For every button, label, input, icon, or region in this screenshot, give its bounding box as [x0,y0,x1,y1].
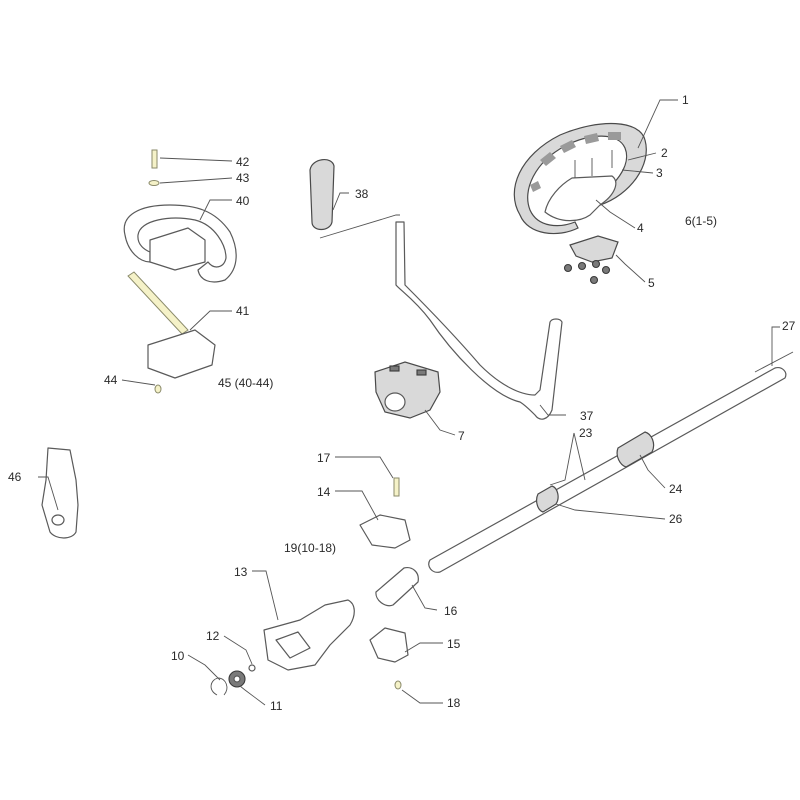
tube-clamp-screw [389,365,400,372]
callout-labels: 1 2 3 4 5 6(1-5) 7 10 11 12 13 14 15 16 … [8,93,796,713]
callout-45: 45 (40-44) [218,376,273,390]
callout-3: 3 [656,166,663,180]
drive-shaft-assembly [428,351,794,573]
callout-44: 44 [104,373,118,387]
handle-nut [154,384,162,394]
callout-12: 12 [206,629,220,643]
anti-vibration-sleeve [616,431,655,468]
loop-handle-assembly [513,122,647,285]
callout-2: 2 [661,146,668,160]
spacer-ring [248,664,256,672]
front-handle-clamp-upper [149,227,206,271]
circlip [210,677,228,696]
leader-lines [38,99,780,706]
front-handle-bar [123,204,237,283]
callout-15: 15 [447,637,461,651]
shaft-sleeve [536,485,559,513]
callout-42: 42 [236,155,250,169]
callout-6: 6(1-5) [685,214,717,228]
main-tube [428,367,787,573]
coupling [375,567,419,607]
clamp-nut [601,265,611,275]
loop-handle-inner-half [544,175,617,222]
tube-clamp [374,361,441,419]
tube-clamp-body [374,361,441,419]
callout-16: 16 [444,604,458,618]
handle-tube-assembly [309,159,563,420]
clamp-nut [589,275,599,285]
handle-bolt [151,149,158,169]
callout-38: 38 [355,187,369,201]
drive-shaft [754,351,794,373]
callout-37: 37 [580,409,594,423]
callout-14: 14 [317,485,331,499]
handle-washer [148,180,160,186]
grip-leader [319,214,400,239]
callout-4: 4 [637,221,644,235]
loop-handle-grip [513,122,647,235]
callout-5: 5 [648,276,655,290]
handle-tube [395,221,563,420]
callout-43: 43 [236,171,250,185]
harness-hook-body [41,447,79,539]
callout-46: 46 [8,470,22,484]
harness-hook [41,447,79,539]
gearbox-housing [263,599,355,671]
front-handle-clamp-lower [147,329,216,379]
loop-handle-grip-pads [530,132,621,192]
callout-10: 10 [171,649,185,663]
callout-17: 17 [317,451,331,465]
callout-1: 1 [682,93,689,107]
callout-23: 23 [579,426,593,440]
callout-27: 27 [782,319,796,333]
callout-7: 7 [458,429,465,443]
tube-clamp-bore [384,392,406,412]
guard-bracket [369,627,409,663]
callout-24: 24 [669,482,683,496]
clamp-nut [577,261,587,271]
callout-19: 19(10-18) [284,541,336,555]
front-handle-rod [127,271,189,335]
clamp-nut [563,263,573,273]
callout-41: 41 [236,304,250,318]
gearbox-flange-window [275,631,311,659]
bracket-nut [394,680,402,690]
tube-clamp-screw [416,369,427,376]
harness-hook-hole [51,514,65,526]
callout-40: 40 [236,194,250,208]
callout-26: 26 [669,512,683,526]
clamp-bolt [393,477,400,497]
handle-clamp-lower [569,235,619,263]
callout-11: 11 [270,699,283,713]
clamp-nut [591,259,601,269]
callout-18: 18 [447,696,461,710]
front-handle-assembly [123,149,237,394]
shield-clamp [359,514,411,549]
bearing-bore [233,675,241,683]
handle-grip [309,159,335,231]
callout-13: 13 [234,565,248,579]
gear-head-assembly [210,477,419,696]
